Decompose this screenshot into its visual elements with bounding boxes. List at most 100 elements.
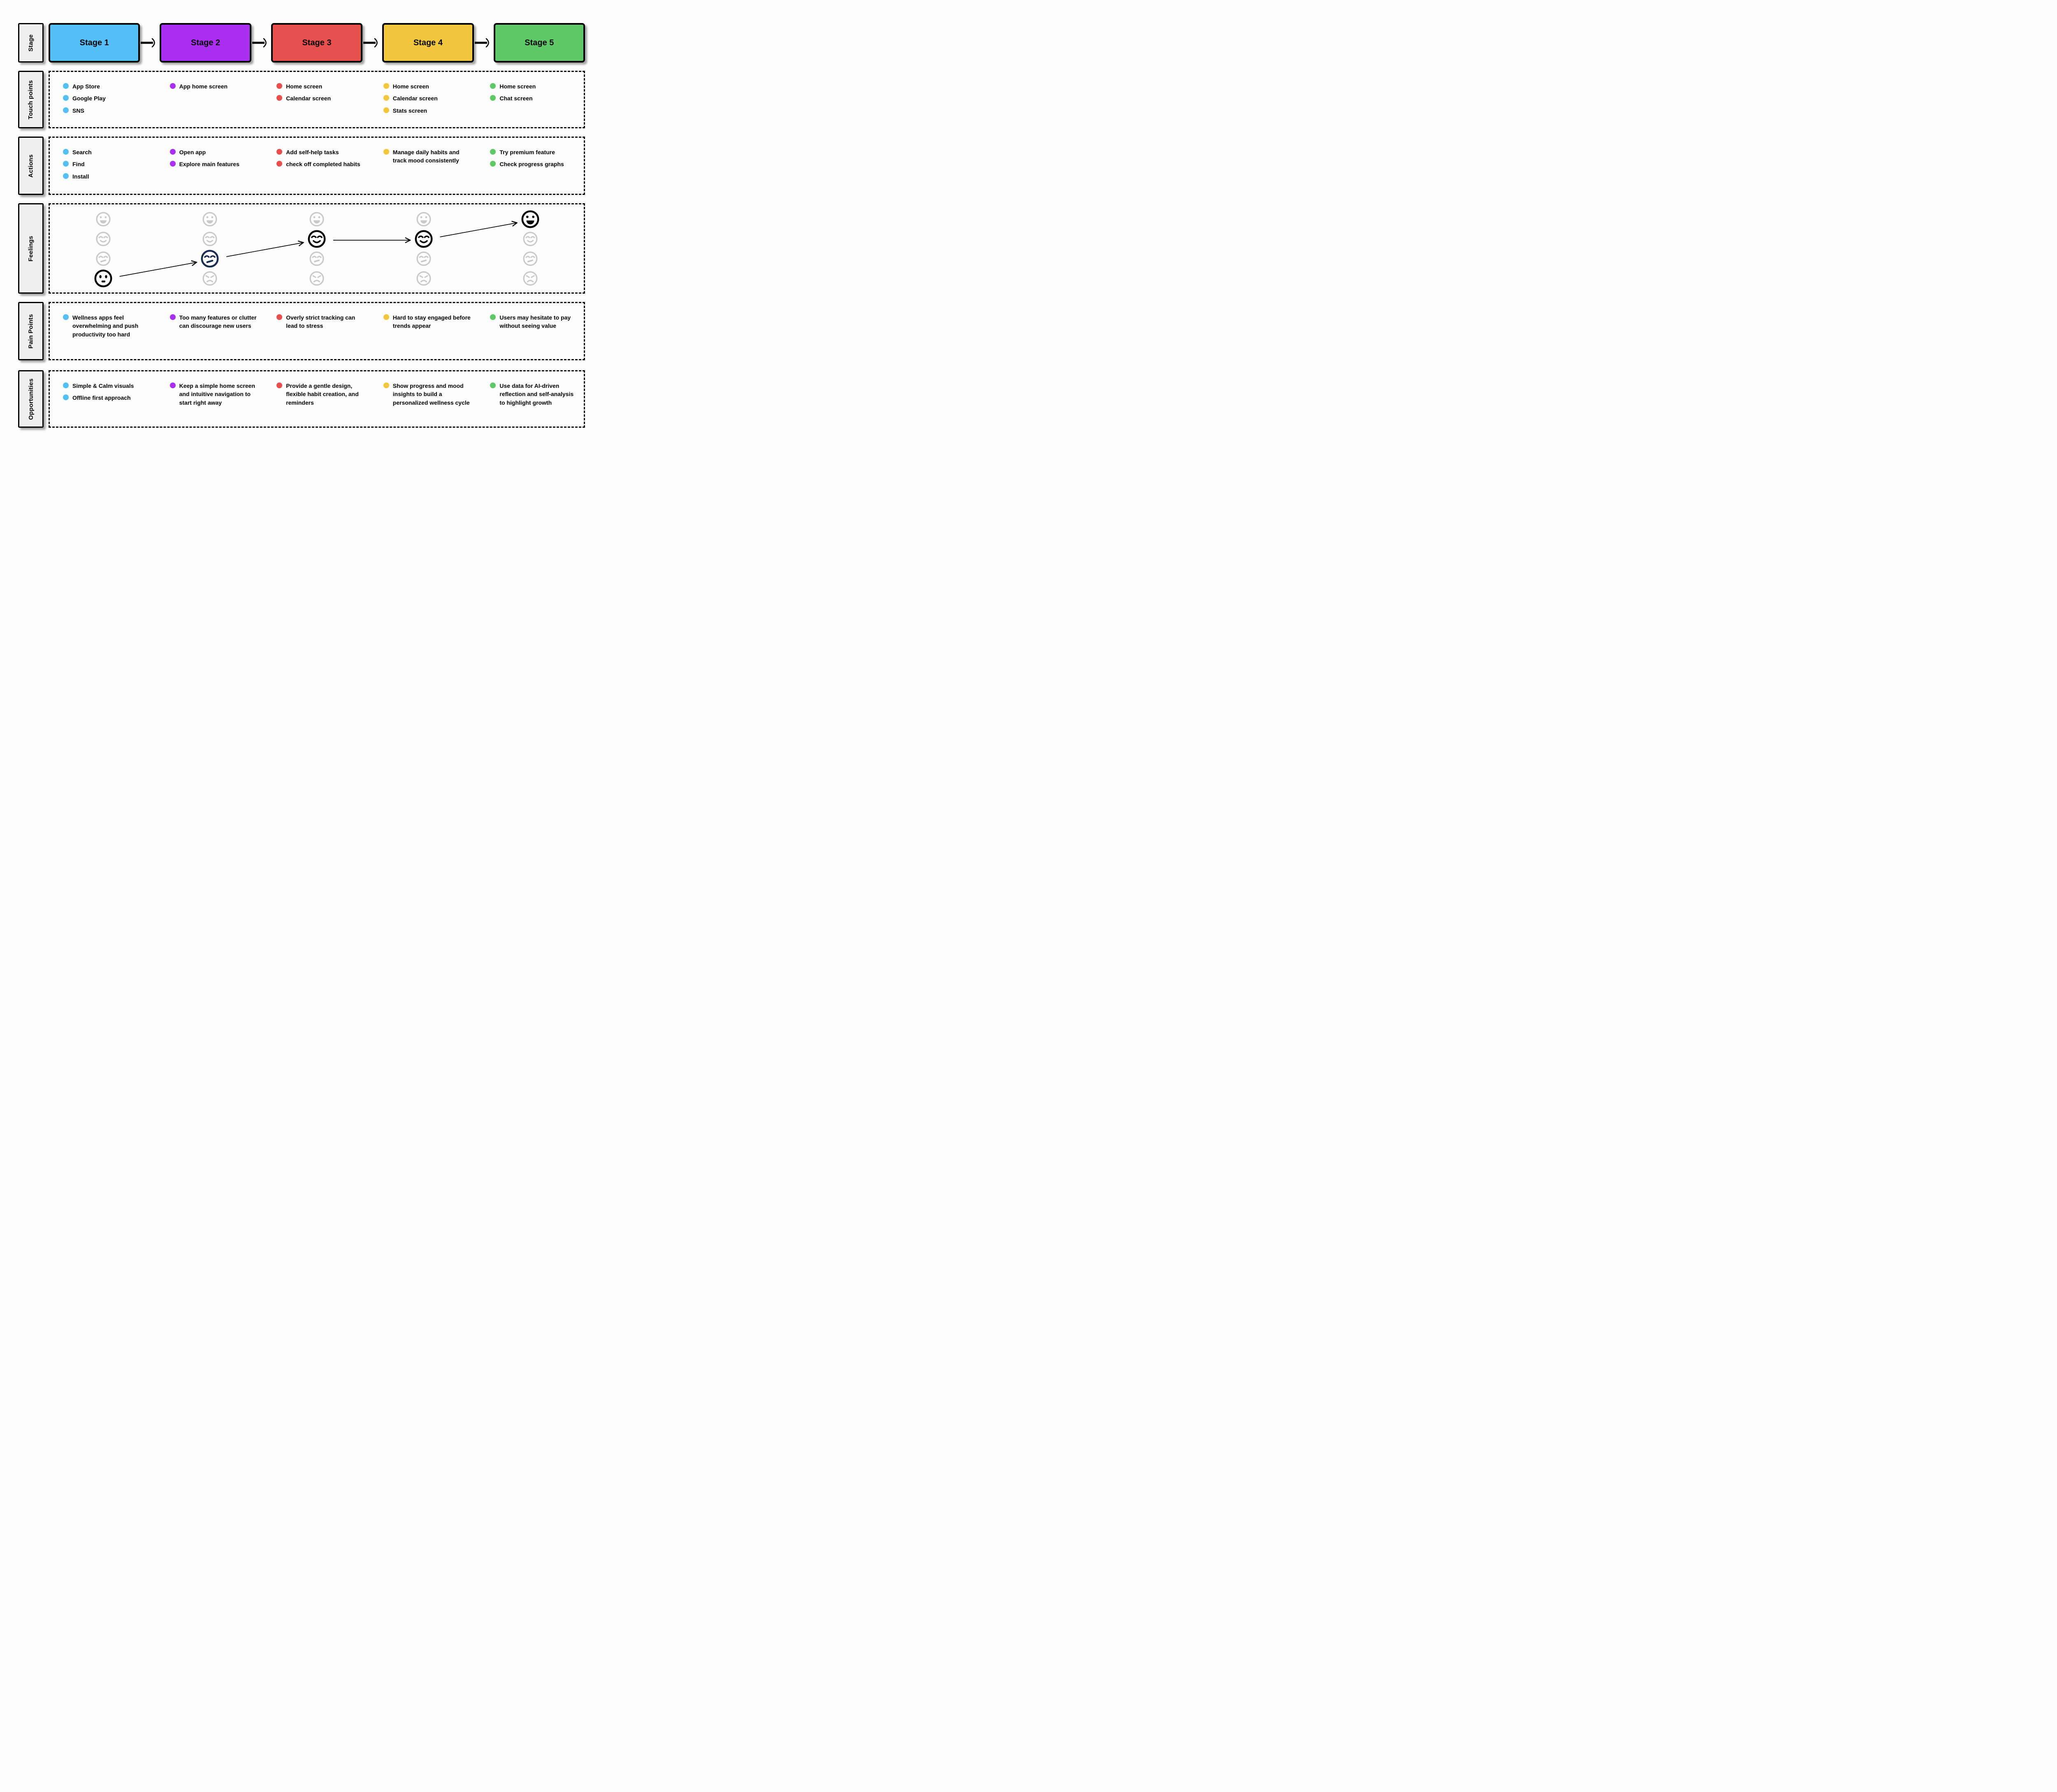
opportunity-item-text: Show progress and mood insights to build… (392, 383, 470, 406)
feelings-column (263, 204, 370, 292)
bullet-dot-icon (490, 314, 496, 320)
opportunity-item-text: Use data for AI-driven reflection and se… (499, 383, 574, 406)
feeling-slot (95, 209, 111, 229)
stage-column: Show progress and mood insights to build… (370, 371, 477, 427)
row-label-stage-text: Stage (27, 34, 35, 51)
feeling-smirk-icon (95, 251, 111, 267)
row-label-opportunities: Opportunities (18, 370, 44, 428)
bullet-dot-icon (383, 107, 389, 113)
pain-point-item: Overly strict tracking can lead to stres… (276, 313, 366, 330)
stage-column: Users may hesitate to pay without seeing… (477, 303, 584, 359)
touchpoint-item: Home screen (490, 82, 580, 90)
feeling-grin-icon (202, 211, 218, 227)
feeling-smile-icon (522, 231, 538, 247)
action-item-text: Install (72, 173, 89, 180)
bullet-dot-icon (383, 314, 389, 320)
feelings-row: Feelings (18, 203, 585, 294)
bullet-dot-icon (169, 161, 176, 167)
feeling-angry-icon (416, 271, 432, 286)
touchpoint-item: Google Play (63, 94, 153, 102)
touchpoint-item-text: Google Play (72, 95, 106, 102)
bullet-dot-icon (276, 383, 283, 388)
touchpoint-item: SNS (63, 107, 153, 115)
bullet-dot-icon (169, 383, 176, 388)
row-label-feelings: Feelings (18, 203, 44, 294)
row-label-pain-points-text: Pain Points (27, 314, 35, 348)
feeling-slot (94, 269, 113, 288)
opportunity-item: Show progress and mood insights to build… (383, 382, 473, 407)
bullet-dot-icon (276, 83, 283, 89)
feeling-grin-icon (521, 210, 540, 229)
row-label-touch-points-text: Touch points (27, 80, 35, 119)
touchpoint-item-text: Calendar screen (392, 95, 438, 102)
feeling-slot (309, 249, 325, 269)
bullet-dot-icon (63, 383, 69, 388)
action-item-text: Try premium feature (499, 149, 555, 155)
opportunity-item: Provide a gentle design, flexible habit … (276, 382, 366, 407)
feeling-slot (307, 229, 326, 249)
feeling-slot (416, 269, 432, 288)
feeling-slot (95, 249, 111, 269)
action-item: check off completed habits (276, 160, 366, 168)
action-item-text: Manage daily habits and track mood consi… (392, 149, 460, 164)
bullet-dot-icon (276, 95, 283, 101)
feeling-slot (200, 249, 219, 269)
opportunity-item-text: Offline first approach (72, 394, 131, 401)
stage-header-box: Stage 2 (160, 23, 251, 63)
bullet-dot-icon (490, 95, 496, 101)
row-label-pain-points: Pain Points (18, 302, 44, 360)
bullet-dot-icon (276, 149, 283, 155)
touchpoint-item: Home screen (276, 82, 366, 90)
bullet-dot-icon (169, 83, 176, 89)
bullet-dot-icon (490, 83, 496, 89)
feeling-slot (414, 229, 433, 249)
action-item: Explore main features (169, 160, 260, 168)
pain-point-item-text: Overly strict tracking can lead to stres… (286, 314, 355, 329)
action-item-text: Check progress graphs (499, 161, 564, 168)
touchpoint-item: App Store (63, 82, 153, 90)
feeling-slot (522, 229, 538, 249)
feeling-grin-icon (95, 211, 111, 227)
feelings-column (370, 204, 477, 292)
action-item: Add self-help tasks (276, 148, 366, 156)
feeling-smile-icon (95, 231, 111, 247)
arrow-right-icon (474, 23, 494, 63)
action-item-text: Search (72, 149, 92, 155)
opportunity-item-text: Provide a gentle design, flexible habit … (286, 383, 359, 406)
action-item-text: check off completed habits (286, 161, 360, 168)
feelings-column (157, 204, 264, 292)
bullet-dot-icon (383, 95, 389, 101)
touchpoint-item-text: Home screen (286, 83, 323, 90)
bullet-dot-icon (63, 394, 69, 401)
feeling-grin-icon (309, 211, 325, 227)
pain-point-item: Too many features or clutter can discour… (169, 313, 260, 330)
touchpoint-item-text: App home screen (179, 83, 228, 90)
bullet-dot-icon (63, 107, 69, 113)
action-item-text: Find (72, 161, 85, 168)
pain-point-item-text: Wellness apps feel overwhelming and push… (72, 314, 139, 338)
row-label-actions-text: Actions (27, 154, 35, 178)
feeling-angry-icon (202, 271, 218, 286)
pain-point-item-text: Hard to stay engaged before trends appea… (392, 314, 471, 329)
feeling-slot (202, 269, 218, 288)
feeling-smirk-icon (522, 251, 538, 267)
bullet-dot-icon (490, 149, 496, 155)
opportunity-item-text: Keep a simple home screen and intuitive … (179, 383, 255, 406)
stage-header-box: Stage 1 (49, 23, 140, 63)
bullet-dot-icon (383, 383, 389, 388)
stage-column: Wellness apps feel overwhelming and push… (50, 303, 157, 359)
feeling-grin-icon (416, 211, 432, 227)
feelings-content (49, 203, 585, 294)
feeling-slot (521, 209, 540, 229)
pain-point-item-text: Too many features or clutter can discour… (179, 314, 257, 329)
stage-header-box: Stage 5 (493, 23, 585, 63)
